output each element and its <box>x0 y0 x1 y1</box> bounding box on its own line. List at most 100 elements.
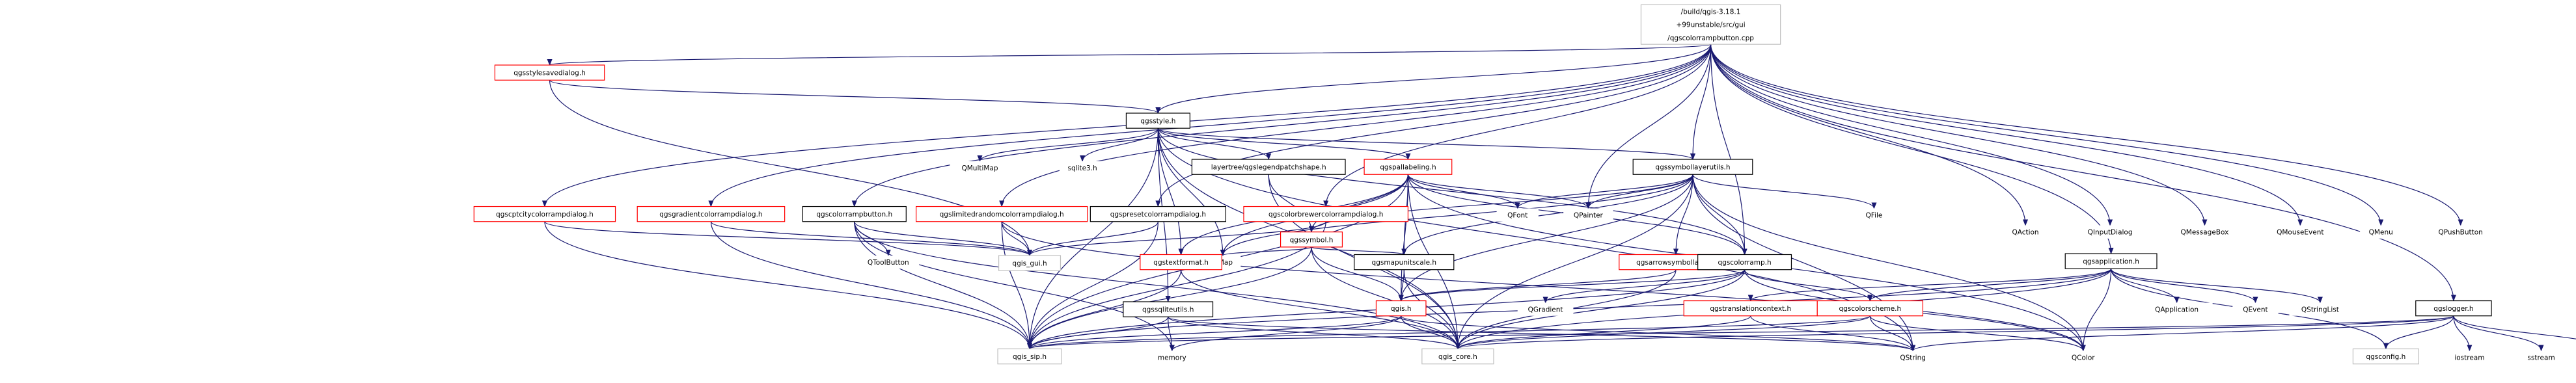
node-label-qstring: QString <box>1900 354 1926 362</box>
node-label-qgsstyle: qgsstyle.h <box>1140 118 1175 125</box>
node-qgsmapunitscale[interactable]: qgsmapunitscale.h <box>1354 254 1455 271</box>
edge-root-to-qgsgradient <box>708 44 1712 207</box>
node-box-qgscolorramp <box>1697 254 1792 271</box>
node-qmenu[interactable]: QMenu <box>2360 225 2402 239</box>
node-qpainter[interactable]: QPainter <box>1563 208 1613 222</box>
node-qgslimitedrandom[interactable]: qgslimitedrandomcolorrampdialog.h <box>915 205 1088 222</box>
node-box-qinputdialog <box>2076 225 2144 239</box>
node-box-qgsmapunitscale <box>1354 254 1455 271</box>
node-qcolor[interactable]: QColor <box>2062 350 2104 364</box>
node-qgis[interactable]: qgis.h <box>1375 300 1427 317</box>
node-qapplication[interactable]: QApplication <box>2141 302 2213 316</box>
node-label-root: /build/qgis-3.18.1 <box>1681 8 1741 16</box>
node-qmultimap[interactable]: QMultiMap <box>950 161 1010 175</box>
edge-qgssymbol-to-qgis <box>1311 246 1404 302</box>
node-label-qcolor: QColor <box>2072 354 2095 362</box>
node-iostream[interactable]: iostream <box>2443 350 2496 364</box>
node-legendpatch[interactable]: layertree/qgslegendpatchshape.h <box>1191 159 1346 175</box>
node-box-qevent <box>2232 302 2279 316</box>
node-qmessagebox[interactable]: QMessageBox <box>2169 225 2241 239</box>
node-box-root <box>1640 4 1781 45</box>
edge-qgstranslationcontext-to-qgis_core <box>1455 315 1751 350</box>
node-qgstranslationcontext[interactable]: qgstranslationcontext.h <box>1683 300 1818 317</box>
edge-root-to-qgscolorbrewer <box>1323 44 1712 207</box>
node-qgsstylesavedialog[interactable]: qgsstylesavedialog.h <box>494 64 605 81</box>
edge-qgssqliteutils-to-qgis_core <box>1168 316 1460 350</box>
node-qgssymbol[interactable]: qgssymbol.h <box>1280 231 1343 248</box>
node-box-memory <box>1148 350 1196 364</box>
node-root[interactable]: /build/qgis-3.18.1+99unstable/src/gui/qg… <box>1640 4 1781 45</box>
node-label-qgsstylesavedialog: qgsstylesavedialog.h <box>514 70 586 77</box>
node-box-qgis_sip <box>997 348 1062 365</box>
node-qstringlist[interactable]: QStringList <box>2289 302 2351 316</box>
edge-qgscolorbrewer-to-qgis_gui <box>1027 221 1326 256</box>
edge-qgsapplication-to-qevent <box>2111 269 2258 304</box>
node-label-qpainter: QPainter <box>1574 212 1604 220</box>
node-qstring[interactable]: QString <box>1887 350 1938 364</box>
node-qgradient[interactable]: QGradient <box>1517 302 1574 316</box>
node-box-qgspreset <box>1089 205 1227 222</box>
node-box-iostream <box>2443 350 2496 364</box>
node-qgis_core[interactable]: qgis_core.h <box>1421 348 1494 365</box>
node-box-qmenu <box>2360 225 2402 239</box>
node-memory[interactable]: memory <box>1148 350 1196 364</box>
node-qaction[interactable]: QAction <box>2003 225 2048 239</box>
node-box-qfont <box>1496 208 1539 222</box>
node-box-qgssymbol <box>1280 231 1343 248</box>
node-qgssymbollayerutils[interactable]: qgssymbollayerutils.h <box>1632 159 1753 175</box>
node-qgscolorramp[interactable]: qgscolorramp.h <box>1697 254 1792 271</box>
node-qgspallabeling[interactable]: qgspallabeling.h <box>1363 159 1453 175</box>
edge-qgscolorrampbutton-to-qgis_core <box>854 221 1460 350</box>
node-sstream[interactable]: sstream <box>2515 350 2568 364</box>
node-qinputdialog[interactable]: QInputDialog <box>2076 225 2144 239</box>
node-label-qapplication: QApplication <box>2155 306 2199 314</box>
edge-qgssymbollayerutils-to-qgscolorramp <box>1692 174 1747 256</box>
node-label-qgsmapunitscale: qgsmapunitscale.h <box>1372 259 1437 267</box>
node-label-qgspreset: qgspresetcolorrampdialog.h <box>1110 211 1206 218</box>
node-qtoolbutton[interactable]: QToolButton <box>857 255 920 269</box>
node-box-qgsgradient <box>637 205 786 222</box>
node-qfont[interactable]: QFont <box>1496 208 1539 222</box>
node-qgslogger[interactable]: qgslogger.h <box>2415 300 2492 317</box>
node-qevent[interactable]: QEvent <box>2232 302 2279 316</box>
node-sqlite3[interactable]: sqlite3.h <box>1059 161 1106 175</box>
edge-qgscolorramp-to-qgradient <box>1542 269 1746 304</box>
edge-root-to-qinputdialog <box>1710 44 2113 226</box>
node-qgscolorrampbutton[interactable]: qgscolorrampbutton.h <box>802 205 907 222</box>
node-qgstextformat[interactable]: qgstextformat.h <box>1140 254 1222 271</box>
edge-qgslogger-to-qtime <box>2453 315 2576 339</box>
edge-qgscptcity-to-qgis_sip <box>544 221 1032 350</box>
node-qfile[interactable]: QFile <box>1857 208 1891 222</box>
node-qgscptcity[interactable]: qgscptcitycolorrampdialog.h <box>473 205 616 222</box>
node-qgscolorscheme[interactable]: qgscolorscheme.h <box>1816 300 1924 317</box>
node-qgssqliteutils[interactable]: qgssqliteutils.h <box>1123 301 1214 317</box>
edge-qgssymbollayerutils-to-qstring <box>1692 174 1916 352</box>
node-qpushbutton[interactable]: QPushButton <box>2426 225 2496 239</box>
node-qgis_gui[interactable]: qgis_gui.h <box>998 255 1062 271</box>
node-box-qgsstyle <box>1125 112 1190 129</box>
node-qgspreset[interactable]: qgspresetcolorrampdialog.h <box>1089 205 1227 222</box>
edge-root-to-qmessagebox <box>1710 44 2208 226</box>
node-qgscolorbrewer[interactable]: qgscolorbrewercolorrampdialog.h <box>1243 205 1409 222</box>
node-label-qmouseevent: QMouseEvent <box>2277 229 2323 237</box>
node-qgsapplication[interactable]: qgsapplication.h <box>2064 253 2158 269</box>
node-label-sqlite3: sqlite3.h <box>1067 165 1097 172</box>
node-qgis_sip[interactable]: qgis_sip.h <box>997 348 1062 365</box>
node-qgsconfig[interactable]: qgsconfig.h <box>2352 348 2419 365</box>
node-qmouseevent[interactable]: QMouseEvent <box>2265 225 2335 239</box>
edge-qgslogger-to-qgis_sip <box>1027 315 2454 350</box>
node-label-qgscptcity: qgscptcitycolorrampdialog.h <box>496 211 594 218</box>
node-label-qinputdialog: QInputDialog <box>2088 229 2133 237</box>
edge-qgsstyle-to-qmap <box>1157 128 1226 256</box>
edge-qgscolorrampbutton-to-qgis_sip <box>854 221 1032 350</box>
node-qgsgradient[interactable]: qgsgradientcolorrampdialog.h <box>637 205 786 222</box>
node-label-qgsgradient: qgsgradientcolorrampdialog.h <box>659 211 762 218</box>
node-box-qtoolbutton <box>857 255 920 269</box>
edge-qgsapplication-to-qstringlist <box>2111 269 2323 304</box>
edge-qgslimitedrandom-to-qgis_sip <box>1001 221 1033 350</box>
edge-qgscolorramp-to-qgscolorscheme <box>1744 269 1873 302</box>
node-qgsstyle[interactable]: qgsstyle.h <box>1125 112 1190 129</box>
node-box-qgsstylesavedialog <box>494 64 605 81</box>
node-label-qgstextformat: qgstextformat.h <box>1153 259 1209 267</box>
